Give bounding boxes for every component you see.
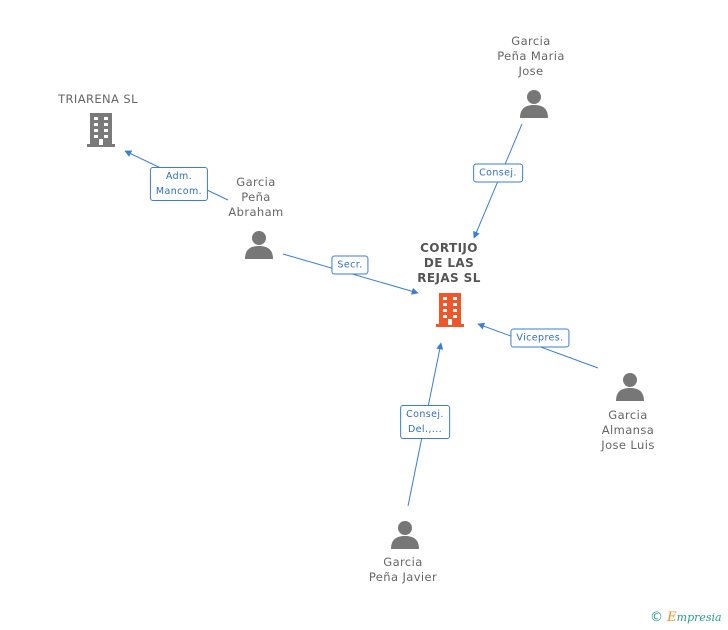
- node-label-garcia-almansa-jose-luis[interactable]: Garcia Almansa Jose Luis: [601, 408, 655, 452]
- edge-label-consej-del[interactable]: Consej. Del.,...: [400, 405, 450, 439]
- person-icon[interactable]: [244, 230, 274, 260]
- person-icon[interactable]: [615, 372, 645, 402]
- edge-label-consej[interactable]: Consej.: [473, 163, 523, 183]
- building-icon[interactable]: [85, 112, 117, 148]
- edge-label-secr[interactable]: Secr.: [331, 255, 369, 275]
- edge-label-vicepres[interactable]: Vicepres.: [510, 328, 570, 348]
- node-label-cortijo[interactable]: CORTIJO DE LAS REJAS SL: [417, 241, 481, 285]
- brand-name: Empresia: [667, 610, 722, 625]
- empresia-logo: © Empresia: [650, 610, 722, 625]
- copyright-icon: ©: [650, 610, 663, 625]
- edge-label-adm-mancom[interactable]: Adm. Mancom.: [149, 167, 209, 201]
- node-label-triarena[interactable]: TRIARENA SL: [58, 92, 138, 106]
- node-label-garcia-pena-abraham[interactable]: Garcia Peña Abraham: [228, 175, 284, 219]
- person-icon[interactable]: [519, 89, 549, 119]
- node-label-garcia-pena-maria-jose[interactable]: Garcia Peña Maria Jose: [497, 34, 565, 78]
- person-icon[interactable]: [390, 520, 420, 550]
- node-label-garcia-pena-javier[interactable]: Garcia Peña Javier: [368, 555, 438, 584]
- building-icon-main[interactable]: [434, 292, 466, 328]
